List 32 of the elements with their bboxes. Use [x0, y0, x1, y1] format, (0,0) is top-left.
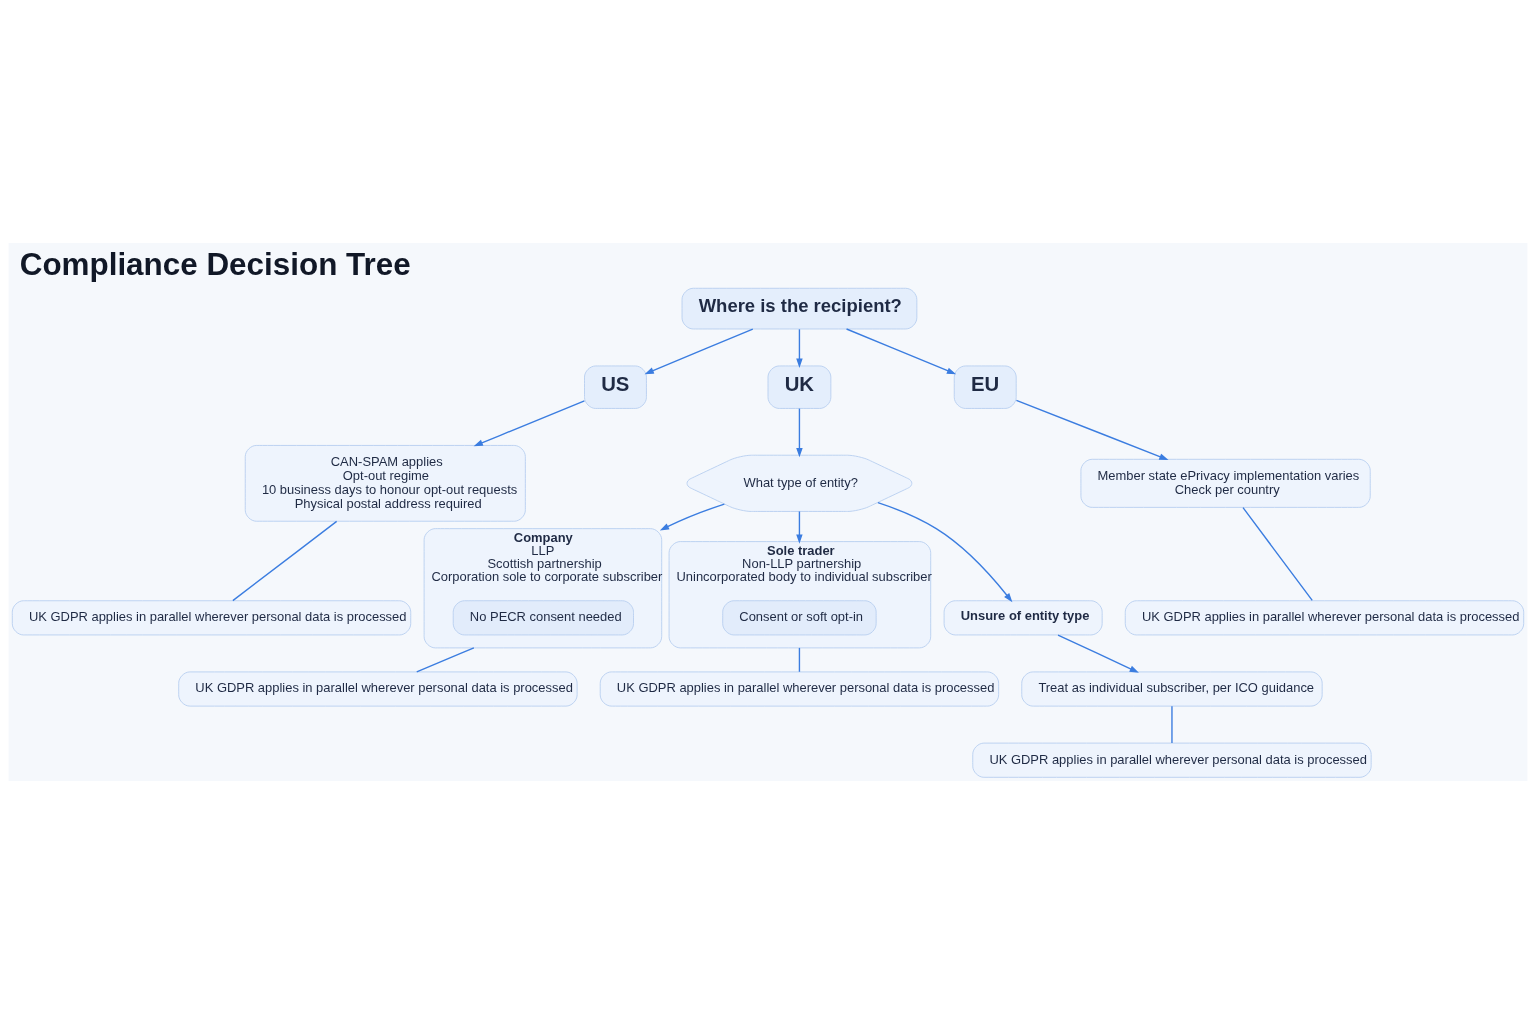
node-box: UK GDPR applies in parallel wherever personal data is processed	[11, 600, 412, 636]
node-box: No PECR consent needed	[452, 600, 634, 636]
arrow	[877, 501, 1013, 603]
node-box: Member state ePrivacy implementation varies Check per country	[1080, 458, 1371, 508]
connector	[416, 647, 475, 673]
connector	[1171, 705, 1173, 744]
arrow	[473, 400, 586, 447]
node-box: EU	[953, 365, 1017, 409]
arrow	[796, 510, 803, 544]
arrow	[644, 328, 754, 375]
arrow	[1057, 634, 1139, 673]
node-box: UK	[767, 365, 832, 409]
arrow	[796, 407, 803, 458]
node-box: UK GDPR applies in parallel wherever personal data is processed	[1124, 600, 1525, 636]
node-box: UK GDPR applies in parallel wherever personal data is processed	[972, 742, 1372, 778]
node-ellipse: What type of entity?	[686, 454, 913, 512]
connector	[1242, 506, 1313, 602]
connector	[798, 647, 801, 673]
node-box: UK GDPR applies in parallel wherever personal data is processed	[599, 671, 1000, 707]
node-box: Unsure of entity type	[943, 600, 1103, 636]
diagram-title: Compliance Decision Tree	[19, 246, 411, 282]
node-box: Where is the recipient?	[681, 287, 918, 330]
arrow	[796, 328, 803, 368]
node-box: CAN-SPAM applies Opt-out regime 10 business days to honour opt-out requests Physical postal address required	[244, 445, 526, 522]
arrow	[845, 328, 957, 375]
node-box: US	[584, 365, 647, 409]
node-box: Treat as individual subscriber, per ICO guidance	[1021, 671, 1323, 707]
arrow	[1015, 399, 1169, 461]
node-box: Consent or soft opt-in	[722, 600, 877, 636]
node-box: UK GDPR applies in parallel wherever personal data is processed	[178, 671, 578, 707]
arrow	[659, 503, 726, 531]
connector	[232, 520, 338, 602]
